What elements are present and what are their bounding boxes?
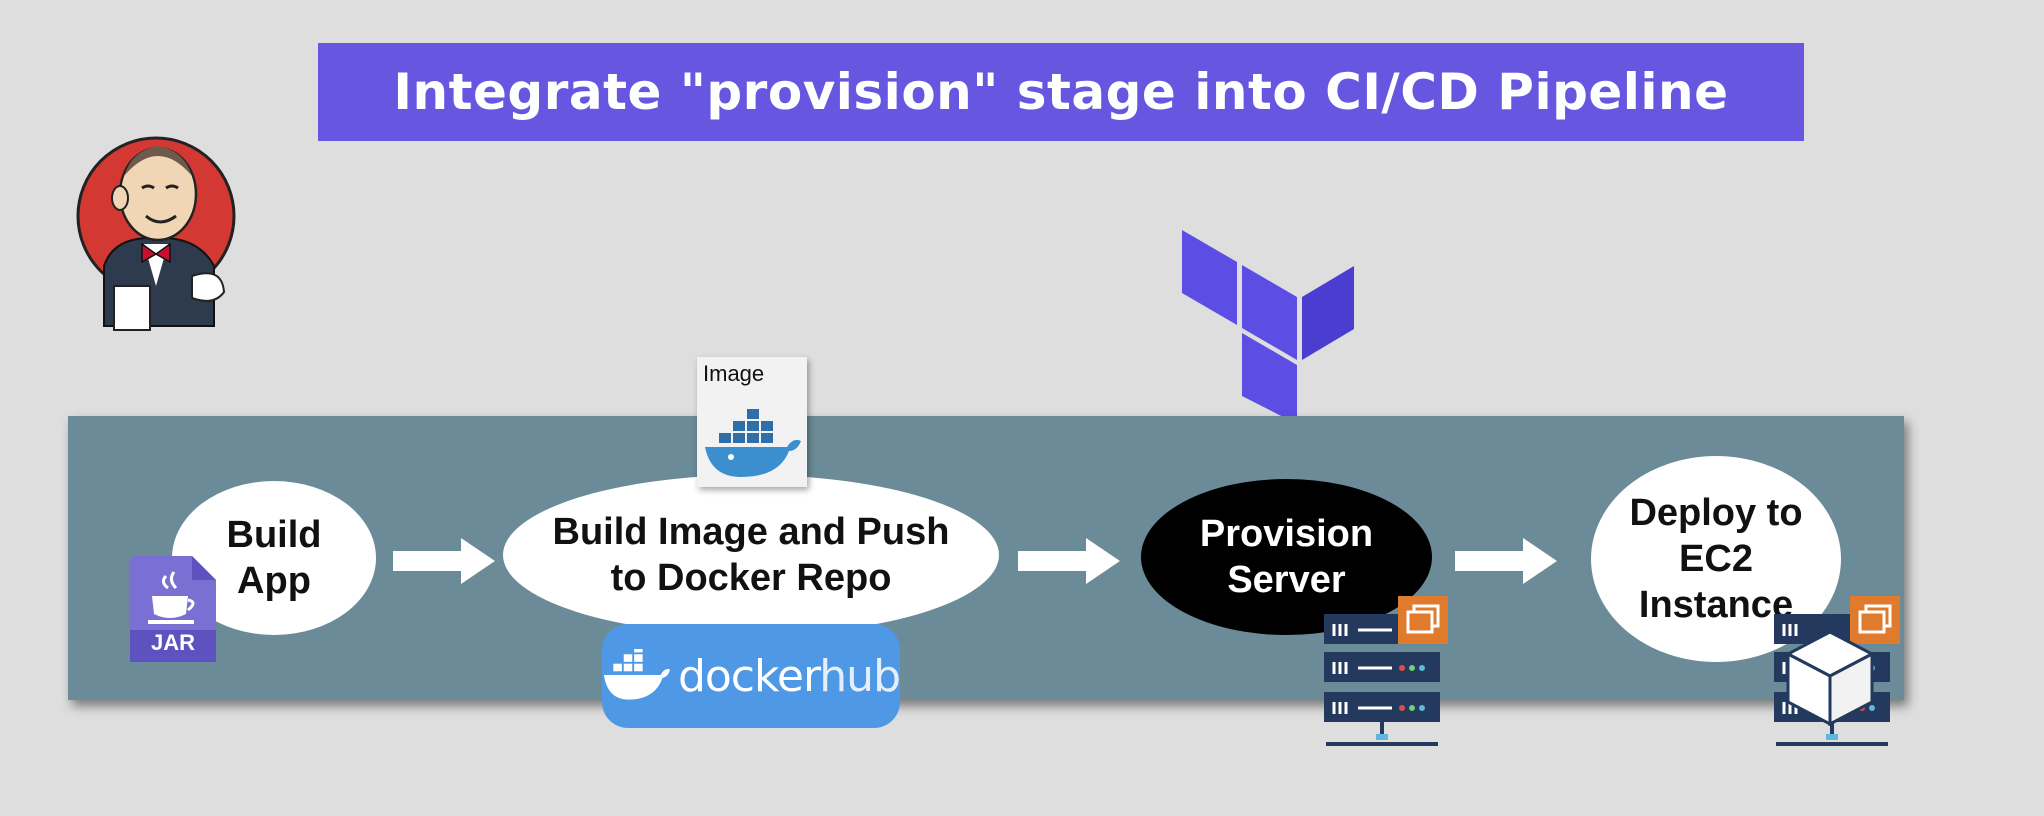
- image-card-label: Image: [703, 361, 765, 386]
- package-box-icon: [1786, 630, 1874, 726]
- dockerhub-logo-icon: [603, 649, 671, 700]
- dockerhub-badge: dockerhub: [602, 624, 901, 728]
- stage-build-image: Build Image and Push to Docker Repo: [503, 475, 999, 635]
- stage-label: Build Image and Push to Docker Repo: [552, 511, 950, 599]
- jar-label: JAR: [150, 630, 195, 655]
- stage-label: Provision Server: [1199, 513, 1374, 601]
- jar-file-icon: JAR: [130, 556, 216, 662]
- docker-whale-icon: [705, 409, 801, 477]
- dockerhub-brand-suffix: hub: [819, 650, 901, 702]
- arrow-right-icon: [1018, 538, 1120, 584]
- dockerhub-text: dockerhub: [677, 650, 901, 702]
- arrow-right-icon: [393, 538, 495, 584]
- stage-label: Build App: [226, 514, 322, 602]
- jenkins-logo-icon: [76, 136, 236, 331]
- title-banner: Integrate "provision" stage into CI/CD P…: [318, 43, 1804, 141]
- stage-provision-server: Provision Server: [1141, 479, 1432, 635]
- page-title: Integrate "provision" stage into CI/CD P…: [393, 63, 1729, 121]
- terraform-logo-icon: [1182, 230, 1354, 424]
- docker-image-card: Image: [697, 357, 807, 487]
- dockerhub-brand: docker: [677, 650, 820, 702]
- ec2-server-icon: [1324, 596, 1448, 746]
- stage-label: Deploy to EC2 Instance: [1629, 492, 1803, 626]
- arrow-right-icon: [1455, 538, 1557, 584]
